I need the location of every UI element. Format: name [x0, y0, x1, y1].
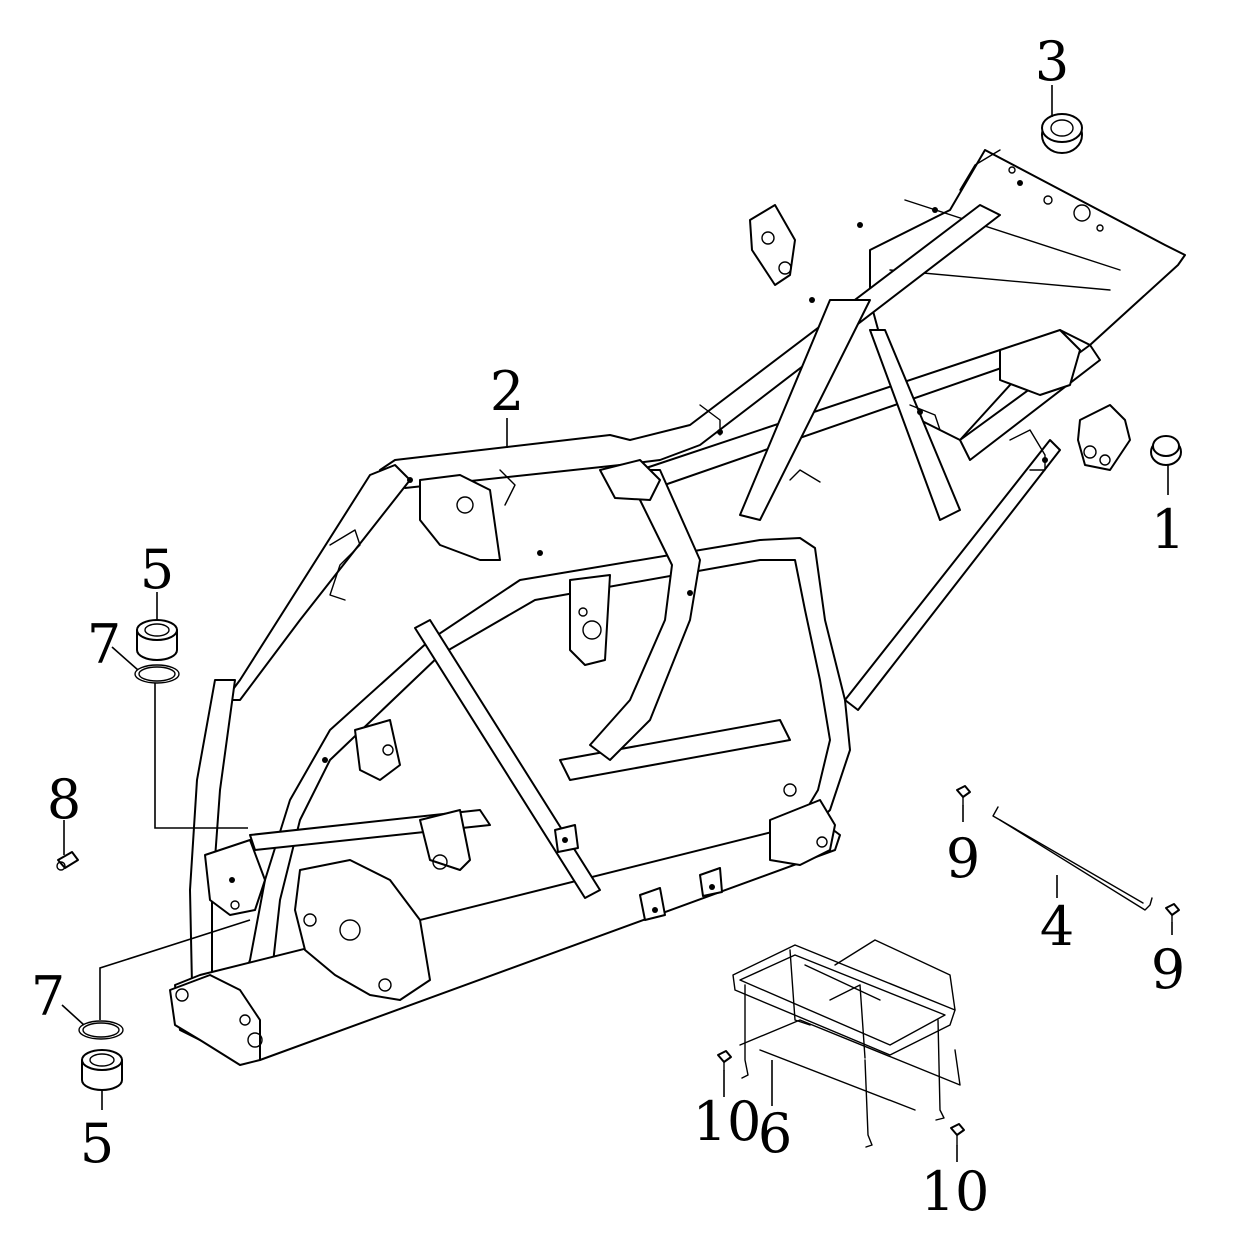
cap-part-1	[1150, 435, 1182, 466]
bolt-part-10-right	[950, 1123, 965, 1146]
leader-7-upper	[111, 646, 139, 671]
bolt-part-9-lower	[1165, 903, 1180, 923]
callout-9-lower: 9	[1151, 938, 1185, 1001]
o-ring-part-7-upper	[134, 664, 180, 684]
callout-7-upper: 7	[87, 613, 121, 676]
leader-7-lower-to-frame	[99, 919, 251, 1020]
callout-10-right: 10	[921, 1160, 990, 1223]
leader-7-lower	[61, 1004, 85, 1026]
callout-6: 6	[758, 1102, 792, 1165]
o-ring-part-7-lower	[78, 1020, 124, 1040]
grease-nipple-part-8	[56, 851, 79, 871]
leader-lines	[61, 85, 1173, 1162]
main-frame	[169, 149, 1186, 1066]
callout-9-upper: 9	[946, 827, 980, 890]
callout-4: 4	[1040, 895, 1074, 958]
callout-2: 2	[490, 360, 524, 423]
callout-5-lower: 5	[80, 1112, 114, 1175]
callout-labels: 3 1 2 5 7 8 7 5 9 4 9 10 6 10	[31, 30, 1185, 1223]
callout-7-lower: 7	[31, 965, 65, 1028]
rod-part-4	[992, 806, 1153, 911]
callout-1: 1	[1151, 498, 1185, 561]
callout-10-left: 10	[693, 1090, 762, 1153]
rack-part-6	[732, 939, 961, 1148]
callout-5-upper: 5	[140, 538, 174, 601]
callout-3: 3	[1035, 30, 1069, 93]
bolt-part-10-left	[717, 1050, 732, 1071]
bolt-part-9-upper	[956, 785, 971, 806]
callout-8: 8	[47, 768, 81, 831]
bushing-part-3	[1041, 113, 1083, 154]
leader-7-upper-to-frame	[154, 683, 248, 829]
bearing-cup-part-5-upper	[136, 619, 178, 661]
bearing-cup-part-5-lower	[81, 1049, 123, 1091]
